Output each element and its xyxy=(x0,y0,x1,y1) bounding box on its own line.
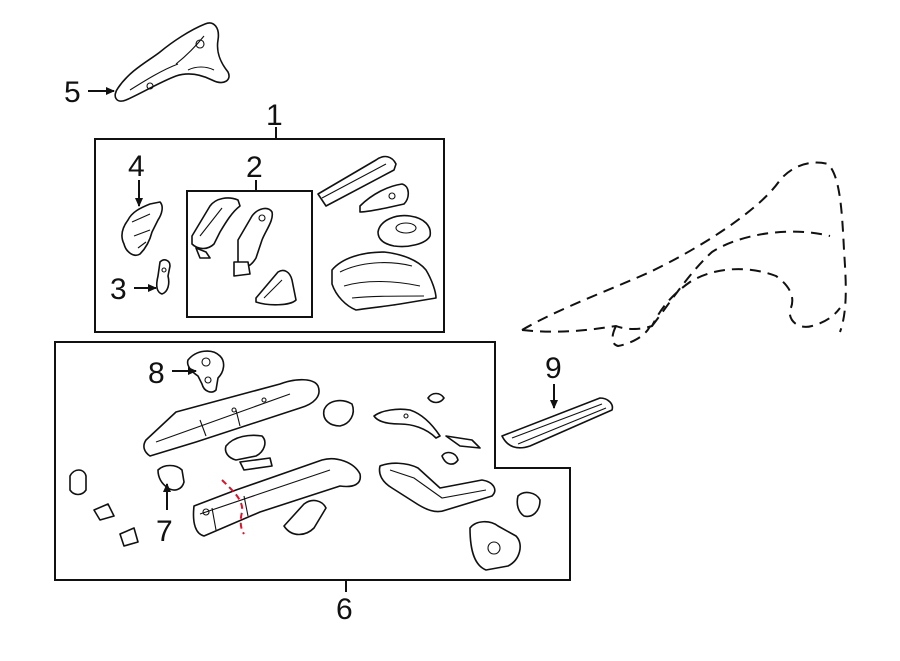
fender-outline xyxy=(521,161,847,348)
part-6-clip-f[interactable] xyxy=(441,451,459,465)
part-6-small-c[interactable] xyxy=(119,527,139,547)
callout-3: 3 xyxy=(110,273,127,306)
part-2-brace-mid[interactable] xyxy=(233,207,274,277)
callout-5: 5 xyxy=(64,76,81,109)
callout-2: 2 xyxy=(246,151,263,184)
callout-7: 7 xyxy=(156,515,173,548)
part-6-rail-rear[interactable] xyxy=(378,462,496,513)
part-3-small-bracket[interactable] xyxy=(156,259,171,295)
callout-8: 8 xyxy=(148,357,165,390)
callout-1: 1 xyxy=(266,99,283,132)
part-9-sill-plate[interactable] xyxy=(501,397,614,449)
part-6-small-a[interactable] xyxy=(69,469,87,496)
part-1-wheelhouse[interactable] xyxy=(331,251,437,311)
group-box-2 xyxy=(186,190,313,318)
callout-9: 9 xyxy=(545,352,562,385)
part-6-bracket-g[interactable] xyxy=(283,499,327,536)
part-6-tab-c[interactable] xyxy=(427,392,445,404)
part-6-frame-rail-lower[interactable] xyxy=(192,458,362,537)
callout-4: 4 xyxy=(128,150,145,183)
part-2-brace-left[interactable] xyxy=(191,197,241,259)
part-7-bracket[interactable] xyxy=(157,464,185,491)
part-1-rail-upper[interactable] xyxy=(317,155,397,207)
part-6-mount-i[interactable] xyxy=(469,520,521,571)
part-1-strut-cap[interactable] xyxy=(377,214,432,248)
part-6-clip-h[interactable] xyxy=(516,491,541,518)
part-6-bracket-e[interactable] xyxy=(224,434,273,471)
cut-line xyxy=(221,479,245,535)
part-6-frame-rail-upper[interactable] xyxy=(143,378,320,457)
part-4-bracket[interactable] xyxy=(121,201,163,257)
part-2-gusset[interactable] xyxy=(255,269,297,306)
part-6-tab-d[interactable] xyxy=(445,435,481,449)
group-box-1 xyxy=(94,138,445,333)
group-box-6 xyxy=(54,341,571,581)
part-1-bracket-upper[interactable] xyxy=(359,183,410,213)
part-6-clip-a[interactable] xyxy=(322,399,355,427)
part-5-fender-bracket[interactable] xyxy=(114,22,230,102)
callout-6: 6 xyxy=(336,593,353,626)
part-6-small-b[interactable] xyxy=(93,503,115,521)
part-6-bracket-b[interactable] xyxy=(373,408,441,439)
